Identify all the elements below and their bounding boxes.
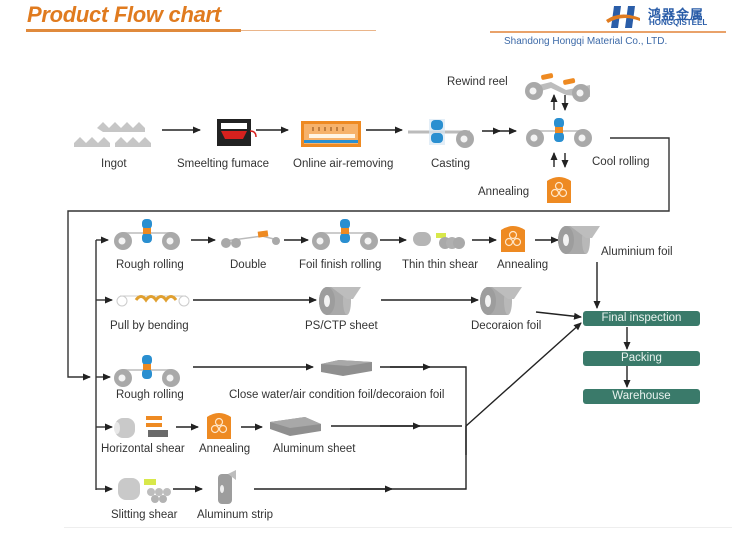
ingot-icon <box>74 122 151 147</box>
aluminium-foil-roll-icon <box>558 226 600 254</box>
arrow <box>254 426 467 490</box>
ps-ctp-sheet-roll-icon <box>319 287 361 315</box>
warehouse-box: Warehouse <box>583 389 700 404</box>
logo-chinese-name: 鸿器金属 <box>648 8 705 23</box>
loop-connector <box>67 137 670 381</box>
foil-sheet-icon <box>321 360 372 376</box>
label-horizontal-shear: Horizontal shear <box>101 443 185 455</box>
label-rewind-reel: Rewind reel <box>447 76 508 88</box>
label-thin-thin-shear: Thin thin shear <box>402 259 479 271</box>
label-ps-ctp-sheet: PS/CTP sheet <box>305 320 378 332</box>
label-aluminium-foil: Aluminium foil <box>601 246 673 258</box>
rough-rolling-icon <box>114 219 180 250</box>
annealing-arrows <box>550 152 569 168</box>
label-foil-finish-rolling: Foil finish rolling <box>299 259 382 271</box>
label-annealing: Annealing <box>199 443 251 455</box>
logo-english-name: HONGQISTEEL <box>649 18 708 27</box>
smelting-furnace-icon <box>217 119 257 146</box>
aluminum-strip-icon <box>218 470 236 504</box>
casting-icon <box>408 119 474 148</box>
annealing-furnace-icon <box>206 412 232 440</box>
label-rough-rolling: Rough rolling <box>116 389 184 401</box>
packing-box: Packing <box>583 351 700 366</box>
final-inspection-box: Final inspection <box>583 311 700 326</box>
rewind-reel-icon <box>525 73 590 102</box>
label-cool-rolling: Cool rolling <box>592 156 650 168</box>
pull-by-bending-icon <box>116 295 190 307</box>
label-rough-rolling: Rough rolling <box>116 259 184 271</box>
arrow <box>380 366 467 455</box>
double-icon <box>221 230 280 248</box>
decoration-foil-roll-icon <box>480 287 522 315</box>
label-casting: Casting <box>431 158 470 170</box>
connector-to-final <box>465 322 582 427</box>
label-decoration-foil: Decoraion foil <box>471 320 542 332</box>
annealing-furnace-icon <box>546 176 572 204</box>
label-annealing: Annealing <box>497 259 549 271</box>
slitting-shear-icon <box>118 478 171 503</box>
rewind-arrows <box>550 94 569 111</box>
foil-finish-rolling-icon <box>312 219 378 250</box>
title-underline-thin <box>241 30 376 31</box>
label-double: Double <box>230 259 267 271</box>
label-smelting-furnace: Smeelting fumace <box>177 158 270 170</box>
horizontal-shear-icon <box>114 416 168 438</box>
footer-divider <box>64 527 732 528</box>
company-name: Shandong Hongqi Material Co., LTD. <box>504 36 668 47</box>
aluminum-sheet-icon <box>270 417 321 436</box>
logo-underline <box>490 31 726 33</box>
label-pull-by-bending: Pull by bending <box>110 320 189 332</box>
label-slitting-shear: Slitting shear <box>111 509 178 521</box>
air-removing-icon <box>301 121 361 147</box>
thin-shear-icon <box>413 232 465 249</box>
label-aluminum-sheet: Aluminum sheet <box>273 443 356 455</box>
label-online-air-removing: Online air-removing <box>293 158 394 170</box>
arrow <box>535 311 582 320</box>
cool-rolling-icon <box>526 118 592 147</box>
title-underline <box>26 29 241 32</box>
page-title: Product Flow chart <box>27 2 221 27</box>
label-ingot: Ingot <box>101 158 127 170</box>
label-aluminum-strip: Aluminum strip <box>197 509 274 521</box>
annealing-furnace-icon <box>500 225 526 253</box>
hongqi-logo-icon <box>606 6 640 28</box>
rough-rolling-icon <box>114 355 180 387</box>
label-annealing: Annealing <box>478 186 530 198</box>
label-close-water-foil: Close water/air condition foil/decoraion… <box>229 389 445 401</box>
